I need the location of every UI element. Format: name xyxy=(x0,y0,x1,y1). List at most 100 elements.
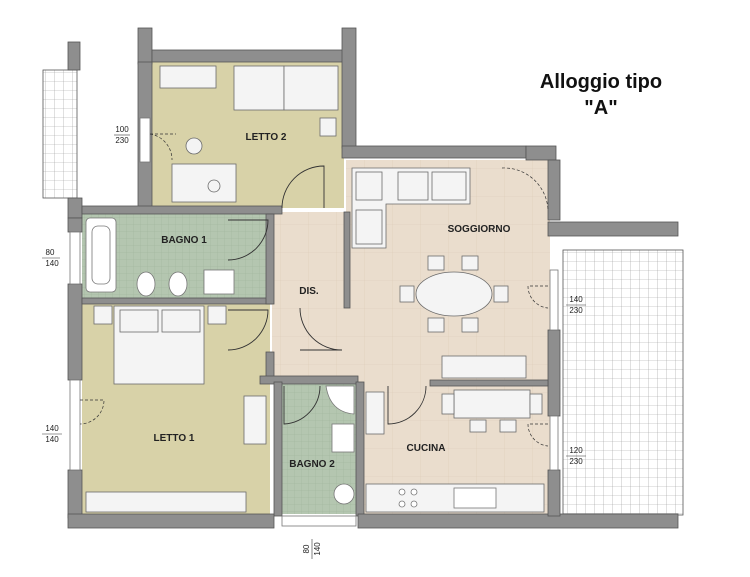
wall xyxy=(151,49,345,63)
wall xyxy=(67,283,83,381)
dining-table xyxy=(415,271,493,317)
wall xyxy=(67,217,83,233)
stove-burner-icon xyxy=(398,500,406,508)
wall xyxy=(67,513,275,529)
stove-burner-icon xyxy=(398,488,406,496)
dim-cucina-height: 230 xyxy=(569,457,583,466)
furniture-letto1 xyxy=(85,305,267,513)
sideboard xyxy=(441,355,527,379)
pillow xyxy=(119,309,159,333)
nightstand xyxy=(93,305,113,325)
wall xyxy=(67,197,83,219)
cushion xyxy=(397,171,429,201)
wall xyxy=(265,213,275,305)
doors xyxy=(79,133,549,447)
wall xyxy=(547,159,561,221)
nightstand xyxy=(207,305,227,325)
chair-icon xyxy=(427,317,445,333)
fixtures-bagno2 xyxy=(325,385,355,505)
walls xyxy=(67,27,679,529)
wall xyxy=(81,297,273,305)
wall xyxy=(343,211,351,309)
wall xyxy=(341,145,527,159)
wall xyxy=(67,41,81,71)
wall xyxy=(525,145,557,161)
window-swing xyxy=(501,167,549,211)
room-label-soggiorno: SOGGIORNO xyxy=(448,224,511,235)
window-swing xyxy=(527,423,549,447)
dim-letto2-height: 230 xyxy=(115,136,129,145)
room-labels: LETTO 2 BAGNO 1 SOGGIORNO DIS. LETTO 1 B… xyxy=(154,132,511,470)
dim-soggiorno-width: 140 xyxy=(569,295,583,304)
door-swing xyxy=(299,307,343,351)
chair-icon xyxy=(461,255,479,271)
twin-bed xyxy=(283,65,339,111)
terrace-right xyxy=(562,249,684,516)
pillow xyxy=(161,309,201,333)
kitchen-table xyxy=(453,389,531,419)
chair-icon xyxy=(493,285,509,303)
plan-title: Alloggio tipo "A" xyxy=(540,71,662,119)
wall xyxy=(81,205,283,215)
room-label-cucina: CUCINA xyxy=(407,443,446,454)
window-swing xyxy=(79,399,105,425)
wall xyxy=(137,27,153,65)
shower-icon xyxy=(325,385,355,415)
window-bagno2 xyxy=(281,515,357,527)
window-swing xyxy=(149,133,176,161)
dim-bagno2-width: 80 xyxy=(302,544,311,553)
bidet-icon xyxy=(168,271,188,297)
floor-dis xyxy=(272,212,346,380)
chair-icon xyxy=(207,179,221,193)
door-swing xyxy=(387,385,427,425)
dim-letto2-width: 100 xyxy=(115,125,129,134)
kitchen-cabinet xyxy=(365,391,385,435)
dim-soggiorno-height: 230 xyxy=(569,306,583,315)
furniture-letto2 xyxy=(159,65,339,203)
toilet-icon xyxy=(136,271,156,297)
wall xyxy=(429,379,549,387)
chair-icon xyxy=(441,393,455,415)
wall xyxy=(547,469,561,517)
toilet-icon xyxy=(333,483,355,505)
kitchen-sink-icon xyxy=(453,487,497,509)
sink-icon xyxy=(331,423,355,453)
wardrobe xyxy=(85,491,247,513)
twin-bed xyxy=(233,65,285,111)
desk xyxy=(243,395,267,445)
dim-bagno1-width: 80 xyxy=(46,248,55,257)
dimension-labels: 100 230 80 140 140 230 140 140 120 230 8… xyxy=(42,125,586,559)
wall xyxy=(355,381,365,517)
room-label-bagno1: BAGNO 1 xyxy=(161,235,207,246)
window-soggiorno xyxy=(549,269,559,331)
dim-cucina-width: 120 xyxy=(569,446,583,455)
chair-icon xyxy=(461,317,479,333)
furniture-cucina xyxy=(365,389,545,513)
wall xyxy=(547,329,561,417)
sink-icon xyxy=(203,269,235,295)
door-swing xyxy=(283,385,321,425)
room-label-letto1: LETTO 1 xyxy=(154,433,195,444)
desk xyxy=(171,163,237,203)
terraces xyxy=(42,69,684,516)
fixtures-bagno1 xyxy=(85,217,235,297)
stove-burner-icon xyxy=(410,500,418,508)
window-bagno1 xyxy=(69,231,81,285)
door-swing xyxy=(227,219,269,261)
cushion xyxy=(431,171,467,201)
nightstand xyxy=(319,117,337,137)
dim-bagno1-height: 140 xyxy=(45,259,59,268)
wall xyxy=(547,221,679,237)
dim-letto1-width: 140 xyxy=(45,424,59,433)
window-letto1 xyxy=(69,379,81,471)
wall xyxy=(357,513,679,529)
wardrobe xyxy=(159,65,217,89)
chair-icon xyxy=(427,255,445,271)
windows xyxy=(69,117,559,527)
bathtub-basin xyxy=(91,225,111,285)
window-letto2 xyxy=(139,117,151,163)
wall xyxy=(341,27,357,149)
room-label-dis: DIS. xyxy=(299,286,319,297)
stove-burner-icon xyxy=(410,488,418,496)
